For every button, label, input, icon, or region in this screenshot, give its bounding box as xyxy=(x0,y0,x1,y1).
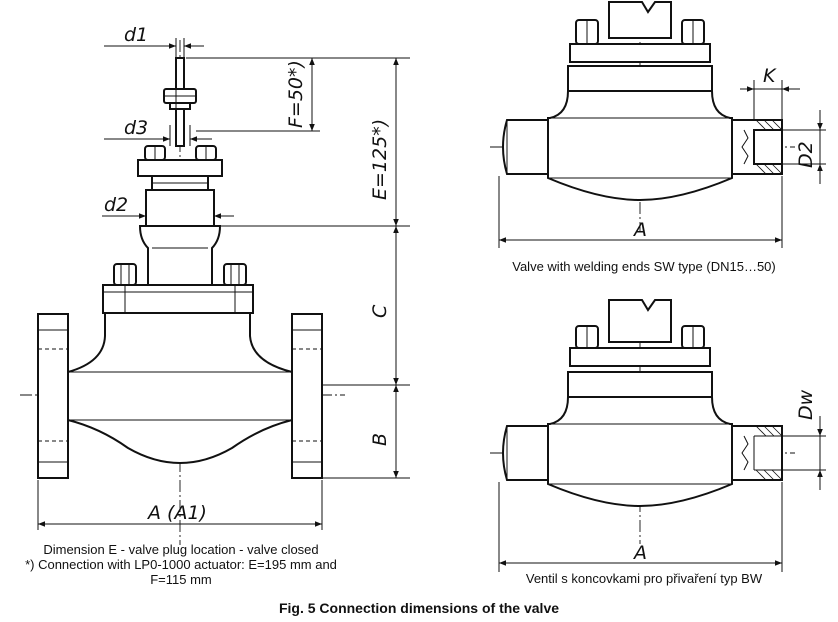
bw-welding-end-valve xyxy=(490,299,795,544)
label-d3: d3 xyxy=(124,117,148,139)
label-e: E=125*) xyxy=(369,119,391,200)
sw-caption: Valve with welding ends SW type (DN15…50… xyxy=(512,259,776,274)
label-a-sw: A xyxy=(632,219,647,241)
sw-welding-end-valve xyxy=(490,0,795,232)
flanged-valve-dimensions: d1 d3 d2 F=50*) E=125*) C B A (A1) xyxy=(37,24,410,530)
flanged-valve xyxy=(20,40,345,545)
note-caption: Dimension E - valve plug location - valv… xyxy=(0,542,362,587)
label-a-a1: A (A1) xyxy=(146,502,207,524)
label-f: F=50*) xyxy=(285,60,307,128)
label-b: B xyxy=(369,433,391,446)
label-c: C xyxy=(369,304,391,318)
label-d2-socket: D2 xyxy=(795,141,817,168)
label-a-bw: A xyxy=(632,542,647,564)
note-line-1: Dimension E - valve plug location - valv… xyxy=(43,542,319,557)
label-d1: d1 xyxy=(124,24,148,46)
sw-valve-dimensions: K D2 A xyxy=(498,65,826,248)
bw-valve-dimensions: Dw A xyxy=(498,389,826,572)
note-line-2: *) Connection with LP0-1000 actuator: E=… xyxy=(25,557,337,572)
label-k: K xyxy=(763,65,777,87)
figure-title: Fig. 5 Connection dimensions of the valv… xyxy=(278,600,560,616)
label-d2: d2 xyxy=(104,194,128,216)
label-dw: Dw xyxy=(795,389,817,420)
bw-caption: Ventil s koncovkami pro přivaření typ BW xyxy=(525,571,763,586)
note-line-3: F=115 mm xyxy=(150,572,212,587)
